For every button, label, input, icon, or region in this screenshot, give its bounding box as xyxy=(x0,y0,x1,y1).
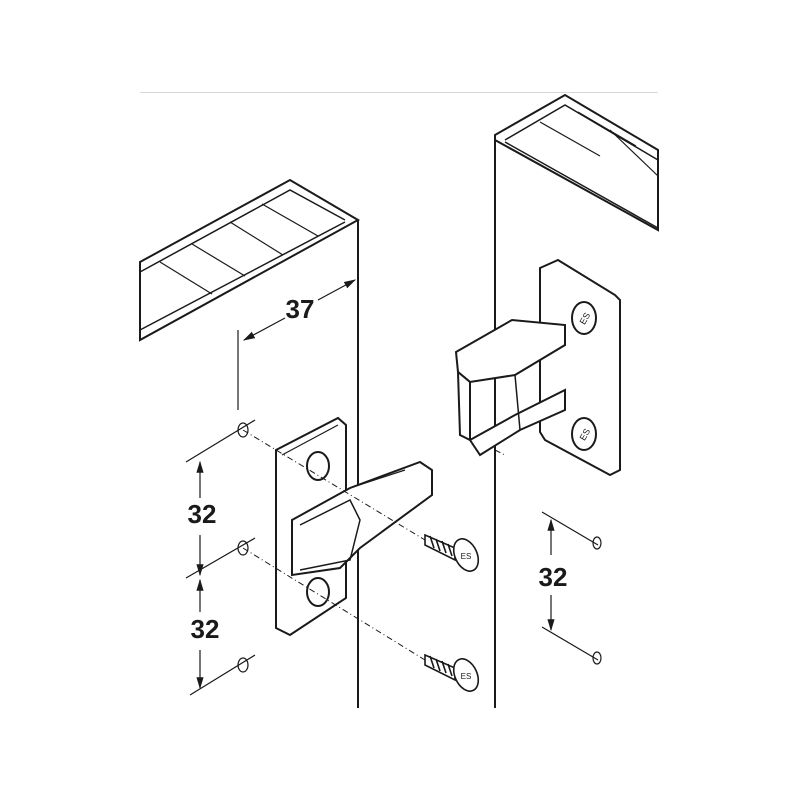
dimension-left-upper-32: 32 xyxy=(188,499,217,529)
right-panel xyxy=(494,93,659,708)
dimension-left-lower-32: 32 xyxy=(191,614,220,644)
top-divider xyxy=(140,92,658,93)
right-dimension-lines xyxy=(541,511,602,665)
dimension-right-32: 32 xyxy=(539,562,568,592)
svg-text:ES: ES xyxy=(461,672,472,681)
right-connector-receiver: ES ES xyxy=(454,258,621,477)
screw-upper: ES xyxy=(424,533,480,572)
dimension-37: 37 xyxy=(286,294,315,324)
screw-lower: ES xyxy=(424,653,480,692)
left-panel xyxy=(139,178,361,708)
centerlines xyxy=(242,429,506,661)
left-dimension-lines xyxy=(185,279,357,696)
svg-text:ES: ES xyxy=(461,552,472,561)
left-connector-fitting xyxy=(275,416,433,637)
